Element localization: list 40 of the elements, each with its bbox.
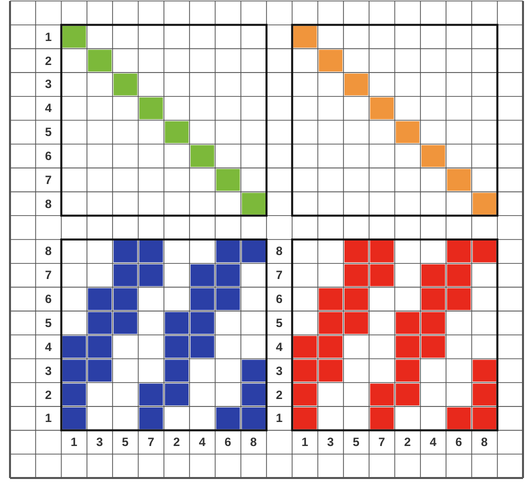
column-number: 6 (455, 435, 462, 450)
row-number: 8 (44, 244, 52, 258)
row-number: 3 (44, 364, 52, 378)
row-number: 5 (44, 125, 52, 140)
row-number: 1 (276, 411, 282, 426)
row-number: 2 (44, 54, 52, 68)
row-number: 8 (276, 244, 282, 258)
row-number: 3 (44, 77, 52, 92)
row-number: 1 (44, 411, 52, 426)
row-number: 7 (276, 268, 282, 282)
column-number: 4 (430, 435, 436, 450)
row-number: 6 (44, 292, 52, 306)
row-number: 5 (276, 316, 282, 330)
row-number: 6 (276, 292, 282, 306)
column-number: 5 (122, 435, 129, 450)
row-number: 7 (44, 268, 52, 282)
column-number: 5 (352, 435, 360, 450)
column-number: 7 (148, 435, 154, 450)
row-number: 7 (44, 172, 52, 187)
column-number: 6 (224, 435, 232, 450)
column-number: 3 (327, 435, 334, 450)
column-number: 7 (378, 435, 386, 450)
row-number: 8 (44, 196, 52, 211)
row-number: 2 (276, 388, 282, 402)
row-number: 4 (44, 101, 52, 116)
column-number: 8 (250, 435, 257, 450)
row-number: 6 (44, 149, 52, 164)
row-number: 4 (44, 340, 52, 354)
column-number: 8 (481, 435, 488, 450)
column-number: 1 (301, 435, 308, 450)
row-number: 2 (44, 388, 52, 402)
column-number: 4 (198, 435, 206, 450)
column-number: 1 (70, 435, 78, 450)
row-number: 5 (44, 316, 52, 330)
column-number: 2 (404, 435, 411, 450)
row-number: 1 (44, 30, 52, 44)
column-number: 3 (96, 435, 103, 450)
column-number: 2 (173, 435, 180, 450)
row-number: 3 (276, 364, 282, 378)
row-number: 4 (276, 340, 282, 354)
